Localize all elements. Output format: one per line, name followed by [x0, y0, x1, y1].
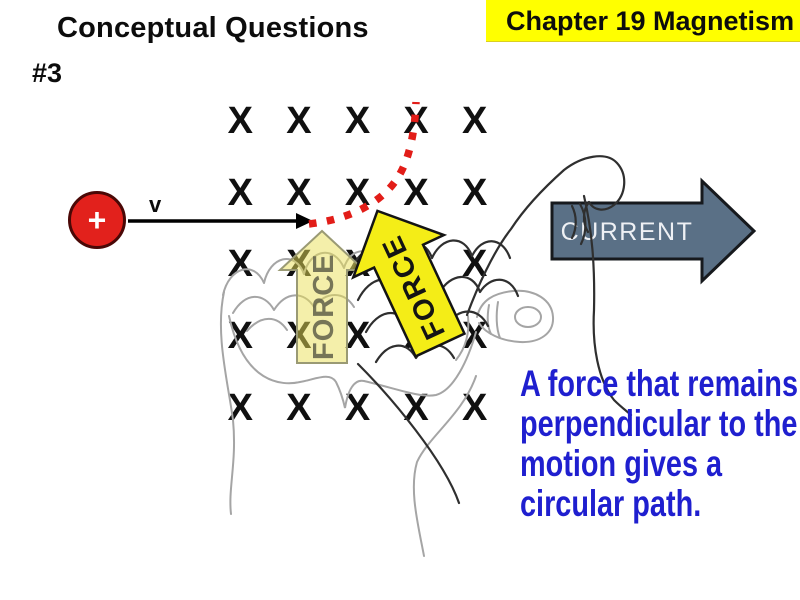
positive-charge-icon: + — [68, 191, 126, 249]
field-x-mark: X — [286, 171, 312, 214]
field-x-mark: X — [403, 171, 429, 214]
velocity-label: v — [149, 192, 162, 217]
field-x-mark: X — [227, 171, 253, 214]
field-x-mark: X — [344, 315, 371, 358]
velocity-arrow: v — [128, 192, 313, 229]
page-title: Conceptual Questions — [57, 12, 369, 44]
pale-force-arrow: FORCE — [277, 229, 367, 364]
current-arrow-label: CURRENT — [561, 218, 694, 246]
caption-text: A force that remains perpendicular to th… — [520, 363, 798, 524]
field-x-mark: X — [462, 386, 488, 429]
right-hand-palm-drawing — [219, 250, 555, 557]
plus-sign: + — [88, 202, 107, 238]
pale-force-arrow-label: FORCE — [308, 254, 340, 361]
field-x-mark: X — [286, 386, 312, 429]
chapter-banner: Chapter 19 Magnetism — [486, 0, 800, 42]
field-x-mark: X — [227, 243, 253, 286]
field-x-mark: X — [286, 100, 312, 143]
field-x-mark: X — [462, 171, 488, 214]
circular-path-dots-icon — [308, 101, 420, 228]
right-hand-thumb-drawing — [465, 155, 633, 417]
question-number: #3 — [32, 58, 63, 88]
field-x-mark: X — [462, 100, 488, 143]
current-arrow: CURRENT — [550, 177, 757, 285]
field-x-mark: X — [227, 100, 253, 143]
field-x-mark: X — [344, 100, 371, 143]
